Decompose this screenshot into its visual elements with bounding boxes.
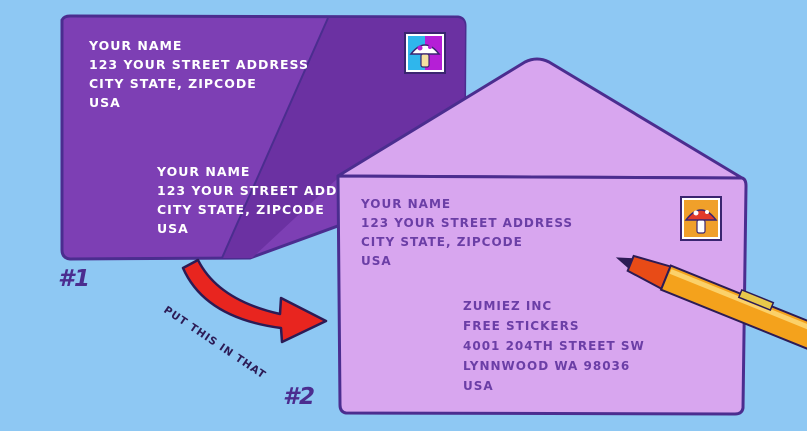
envelope-2-return-city: CITY STATE, ZIPCODE (361, 235, 523, 249)
envelope-2-recipient-country: USA (463, 379, 494, 393)
envelope-1-return-name: YOUR NAME (89, 38, 183, 53)
envelope-1-flap (222, 18, 465, 258)
envelope-1-return-city: CITY STATE, ZIPCODE (89, 76, 257, 91)
envelope-2-return-street: 123 YOUR STREET ADDRESS (361, 216, 574, 230)
envelope-1-flap-edge (221, 17, 329, 259)
envelope-2-return-name: YOUR NAME (361, 197, 452, 211)
envelope-2-return-country: USA (361, 254, 392, 268)
envelope-2-recipient-street: 4001 204TH STREET SW (463, 339, 645, 353)
envelope-2-body (336, 174, 748, 416)
envelope-2-recipient-city: LYNNWOOD WA 98036 (463, 359, 631, 373)
envelope-1-recipient-country: USA (157, 221, 189, 236)
mushroom-stamp-icon (404, 32, 446, 74)
envelope-1-label: #1 (58, 266, 91, 292)
envelope-2-flap (336, 57, 744, 180)
envelope-1-recipient-name: YOUR NAME (157, 164, 251, 179)
envelope-2-recipient-attention: FREE STICKERS (463, 319, 580, 333)
envelope-1-return-street: 123 YOUR STREET ADDRESS (89, 57, 309, 72)
envelope-2-recipient-company: ZUMIEZ INC (463, 299, 553, 313)
envelope-1-return-country: USA (89, 95, 121, 110)
envelope-2-label: #2 (283, 384, 316, 410)
envelope-1-recipient-street: 123 YOUR STREET ADDRESS (157, 183, 377, 198)
envelope-1-recipient-city: CITY STATE, ZIPCODE (157, 202, 325, 217)
mushroom-stamp-icon (680, 196, 722, 241)
